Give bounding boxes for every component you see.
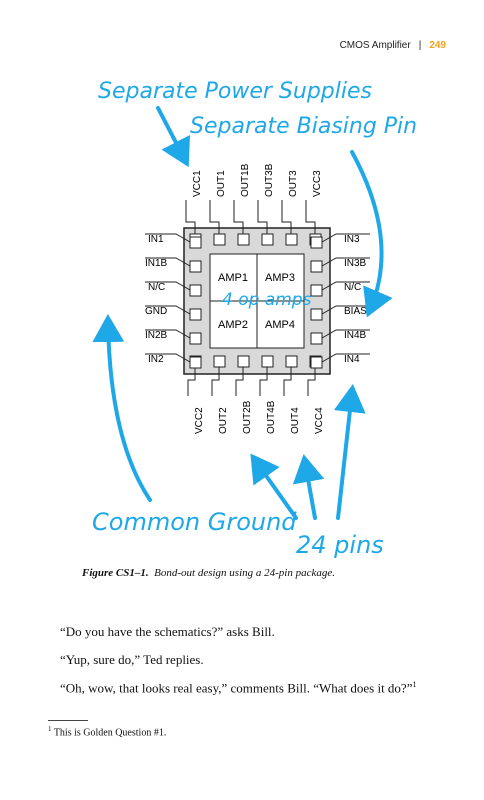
pin-out2b: OUT2B [242,400,253,434]
pin-in1: IN1 [148,234,164,245]
right-pins: IN3 IN3B N/C BIAS IN4B IN4 [310,233,370,369]
pin-out3b: OUT3B [264,163,275,197]
left-pins: IN1 IN1B N/C GND IN2B IN2 [145,233,202,369]
pin-out2: OUT2 [218,407,229,434]
pin-in3b: IN3B [344,258,367,269]
header-separator: | [418,40,422,51]
annotation-arrows [92,106,393,520]
pin-in3: IN3 [344,234,360,245]
figure-caption: Figure CS1–1. Bond-out design using a 24… [82,567,335,579]
annotation-opamps: 4 op amps [222,290,312,310]
pin-in2b: IN2B [145,330,168,341]
pin-out3: OUT3 [288,170,299,197]
pin-out4: OUT4 [290,407,301,434]
pin-in4: IN4 [344,354,360,365]
paragraph-3: “Oh, wow, that looks real easy,” comment… [60,680,416,696]
caption-label: Figure CS1–1. [82,567,149,579]
pin-in2: IN2 [148,354,164,365]
bond-out-figure: AMP1 AMP3 AMP2 AMP4 VCC1 OUT1 OUT1B OUT3… [92,79,417,559]
pin-nc-left: N/C [148,282,165,293]
pin-out1b: OUT1B [240,163,251,197]
pin-vcc2: VCC2 [194,407,205,434]
pin-out1: OUT1 [216,170,227,197]
running-header: CMOS Amplifier | 249 [340,40,446,51]
annotation-pins: 24 pins [296,531,384,559]
paragraph-1: “Do you have the schematics?” asks Bill. [60,624,275,639]
arrow-power [156,106,190,168]
footnote-text: This is Golden Question #1. [53,727,167,739]
pin-vcc4: VCC4 [314,407,325,434]
pin-vcc3: VCC3 [312,170,323,197]
pin-out4b: OUT4B [266,400,277,434]
annotation-ground: Common Ground [92,508,297,536]
pin-in1b: IN1B [145,258,168,269]
pin-bias: BIAS [344,306,367,317]
header-title: CMOS Amplifier [339,40,411,51]
pin-vcc1: VCC1 [192,170,203,197]
arrow-pins-2 [292,454,325,520]
paragraph-3-text: “Oh, wow, that looks real easy,” comment… [60,680,413,696]
arrow-bias [350,150,393,318]
caption-text: Bond-out design using a 24-pin package. [154,567,336,579]
footnote-marker: 1 [48,725,52,733]
amp1-label: AMP1 [218,272,248,284]
arrow-ground [92,314,152,502]
arrow-pins-1 [250,453,298,520]
amp3-label: AMP3 [265,272,295,284]
arrow-pins-3 [333,384,366,520]
pin-nc-right: N/C [344,282,361,293]
pin-gnd: GND [145,306,167,317]
paragraph-2: “Yup, sure do,” Ted replies. [60,652,204,667]
amp4-label: AMP4 [265,319,295,331]
footnote-rule [48,720,88,721]
footnote: 1 This is Golden Question #1. [48,725,166,738]
page-number: 249 [429,40,446,51]
annotation-bias: Separate Biasing Pin [190,114,417,139]
amp2-label: AMP2 [218,319,248,331]
footnote-ref: 1 [412,680,417,689]
pin-in4b: IN4B [344,330,367,341]
annotation-power: Separate Power Supplies [98,79,372,104]
